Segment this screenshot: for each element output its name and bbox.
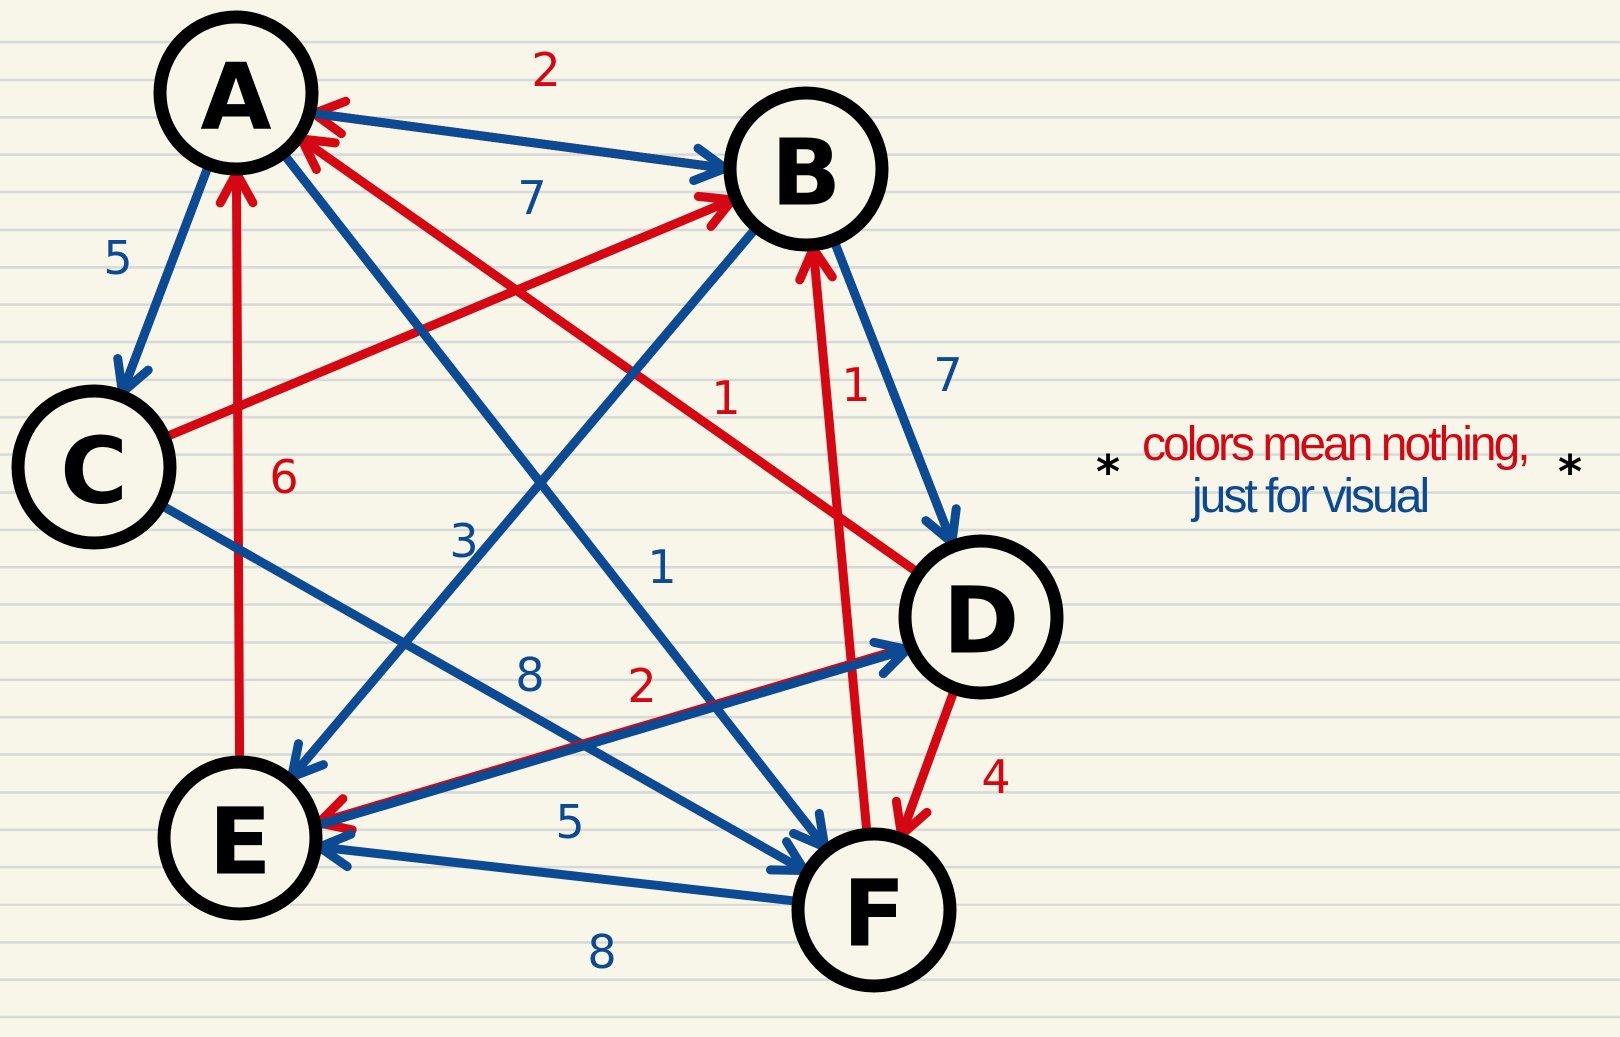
node-a: A — [153, 10, 319, 176]
node-label: C — [60, 418, 128, 525]
node-e: E — [157, 755, 323, 921]
node-label: B — [771, 120, 841, 227]
edge-line — [117, 159, 214, 397]
edge-f-to-b — [795, 244, 872, 839]
edges-layer — [113, 96, 961, 906]
note-line-2: just for visual — [1192, 470, 1430, 523]
edge-weight-f-e: 8 — [587, 925, 616, 979]
edge-line — [896, 683, 960, 840]
edge-line — [231, 168, 245, 767]
edge-line — [311, 644, 912, 831]
note-star-right: * — [1558, 445, 1583, 499]
node-circle — [898, 534, 1064, 700]
edge-weight-f-b: 1 — [841, 358, 870, 412]
node-label: F — [843, 861, 906, 968]
node-circle — [723, 86, 889, 252]
node-circle — [153, 10, 319, 176]
edge-weight-a-c: 5 — [103, 231, 132, 285]
note-star-left: * — [1096, 445, 1121, 499]
edge-line — [305, 108, 730, 173]
edge-weight-d-e: 2 — [627, 659, 656, 713]
edge-weights-layer: 2 7 5 6 1 1 3 1 7 8 2 5 4 8 — [103, 43, 1010, 979]
edge-weight-a-b: 7 — [517, 171, 546, 225]
edge-line — [296, 134, 924, 578]
edge-d-to-f — [891, 683, 960, 840]
node-label: E — [209, 789, 272, 896]
edge-weight-e-a: 6 — [269, 450, 298, 504]
edge-line — [159, 195, 737, 443]
node-circle — [11, 384, 177, 550]
colors-note: * colors mean nothing, just for visual * — [1096, 418, 1616, 555]
edge-weight-a-f: 1 — [647, 540, 676, 594]
note-line-1: colors mean nothing, — [1142, 418, 1531, 471]
edge-line — [829, 235, 957, 547]
edge-weight-b-e: 3 — [449, 514, 478, 568]
edge-weight-b-d: 7 — [933, 348, 962, 402]
edge-a-to-f — [278, 148, 830, 852]
edge-weight-b-a: 2 — [531, 43, 560, 97]
edge-line — [287, 222, 762, 782]
edge-weight-d-f: 4 — [981, 750, 1010, 804]
edge-weight-d-a: 1 — [711, 371, 740, 425]
node-circle — [791, 827, 957, 993]
node-label: A — [200, 44, 271, 151]
node-f: F — [791, 827, 957, 993]
edge-line — [278, 148, 830, 852]
edge-line — [155, 500, 809, 875]
node-c: C — [11, 384, 177, 550]
edge-line — [808, 244, 872, 839]
edge-line — [314, 842, 803, 906]
node-label: D — [943, 568, 1019, 675]
node-b: B — [723, 86, 889, 252]
node-d: D — [898, 534, 1064, 700]
node-circle — [157, 755, 323, 921]
edge-e-to-a — [215, 168, 258, 767]
nodes-layer: A B C D E F — [11, 10, 1064, 993]
edge-weight-c-f: 8 — [515, 648, 544, 702]
edge-c-to-b — [159, 191, 737, 443]
edge-weight-e-d: 5 — [555, 795, 584, 849]
